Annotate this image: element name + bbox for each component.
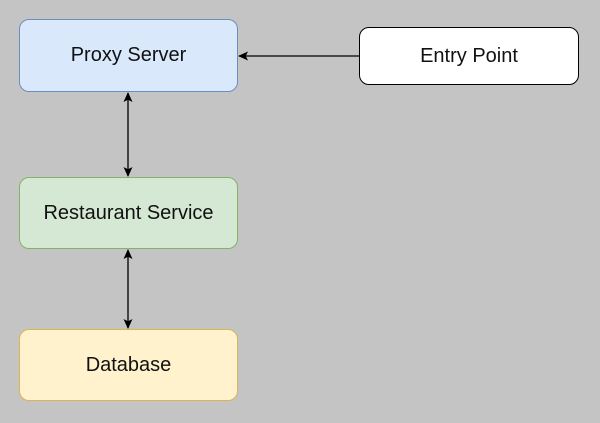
restaurant-service-label: Restaurant Service [43,201,214,224]
database-node: Database [19,329,238,401]
proxy-server-label: Proxy Server [70,44,187,66]
proxy-server-node: Proxy Server [19,19,238,92]
restaurant-service-node: Restaurant Service [19,177,238,249]
database-label: Database [85,353,172,376]
entry-point-label: Entry Point [420,44,518,67]
entry-point-node: Entry Point [359,27,579,85]
